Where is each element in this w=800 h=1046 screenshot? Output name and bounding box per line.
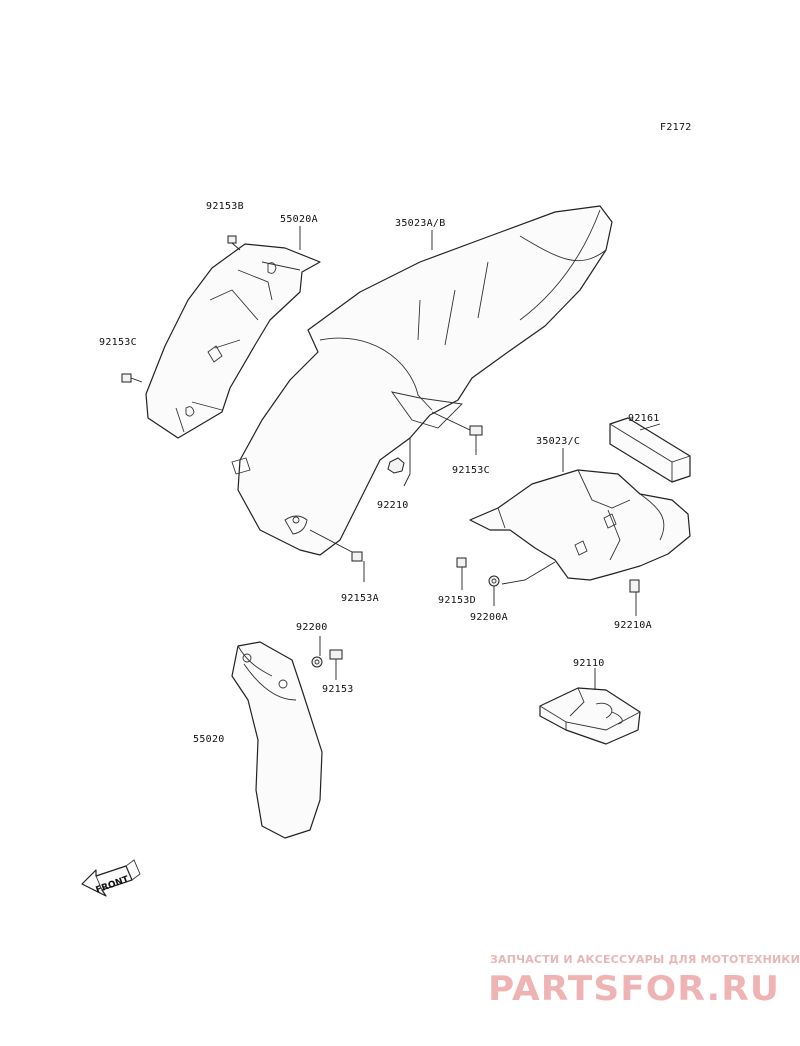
label-92153C-right: 92153C — [452, 465, 490, 476]
nut-92210[interactable] — [387, 438, 411, 487]
label-92200: 92200 — [296, 622, 328, 633]
bolt-92153[interactable] — [329, 649, 343, 680]
bolt-92153A[interactable] — [309, 529, 365, 582]
label-92153B: 92153B — [206, 201, 244, 212]
label-92210: 92210 — [377, 500, 409, 511]
label-55020A: 55020A — [280, 214, 318, 225]
figure-code: F2172 — [660, 122, 692, 133]
bolt-92153C-left[interactable] — [121, 373, 143, 383]
bolt-92153B[interactable] — [227, 235, 241, 251]
label-92153D: 92153D — [438, 595, 476, 606]
part-35023AB-rear-fender[interactable] — [231, 205, 613, 556]
label-92153A: 92153A — [341, 593, 379, 604]
part-55020-mud-flap[interactable] — [231, 641, 323, 839]
bolt-92153D[interactable] — [456, 557, 467, 590]
washer-92200[interactable] — [311, 636, 323, 668]
label-35023C: 35023/C — [536, 436, 580, 447]
label-55020: 55020 — [193, 734, 225, 745]
watermark-tagline: ЗАПЧАСТИ И АКСЕССУАРЫ ДЛЯ МОТОТЕХНИКИ — [490, 953, 800, 966]
label-92161: 92161 — [628, 413, 660, 424]
part-55020A-rear-flap[interactable] — [145, 243, 321, 439]
clip-92210A[interactable] — [629, 579, 640, 616]
label-92110: 92110 — [573, 658, 605, 669]
washer-92200A[interactable] — [488, 561, 556, 606]
label-92210A: 92210A — [614, 620, 652, 631]
bolt-92153C-right[interactable] — [431, 411, 483, 455]
label-92153C-left: 92153C — [99, 337, 137, 348]
part-92161-block[interactable] — [609, 417, 691, 483]
part-92110-bracket[interactable] — [539, 668, 641, 745]
label-35023AB: 35023A/B — [395, 218, 446, 229]
watermark-brand: PARTSFOR.RU — [488, 969, 780, 1009]
label-92153: 92153 — [322, 684, 354, 695]
part-35023C-fender[interactable] — [469, 448, 691, 581]
label-92200A: 92200A — [470, 612, 508, 623]
front-direction-arrow: FRONT — [81, 859, 141, 897]
